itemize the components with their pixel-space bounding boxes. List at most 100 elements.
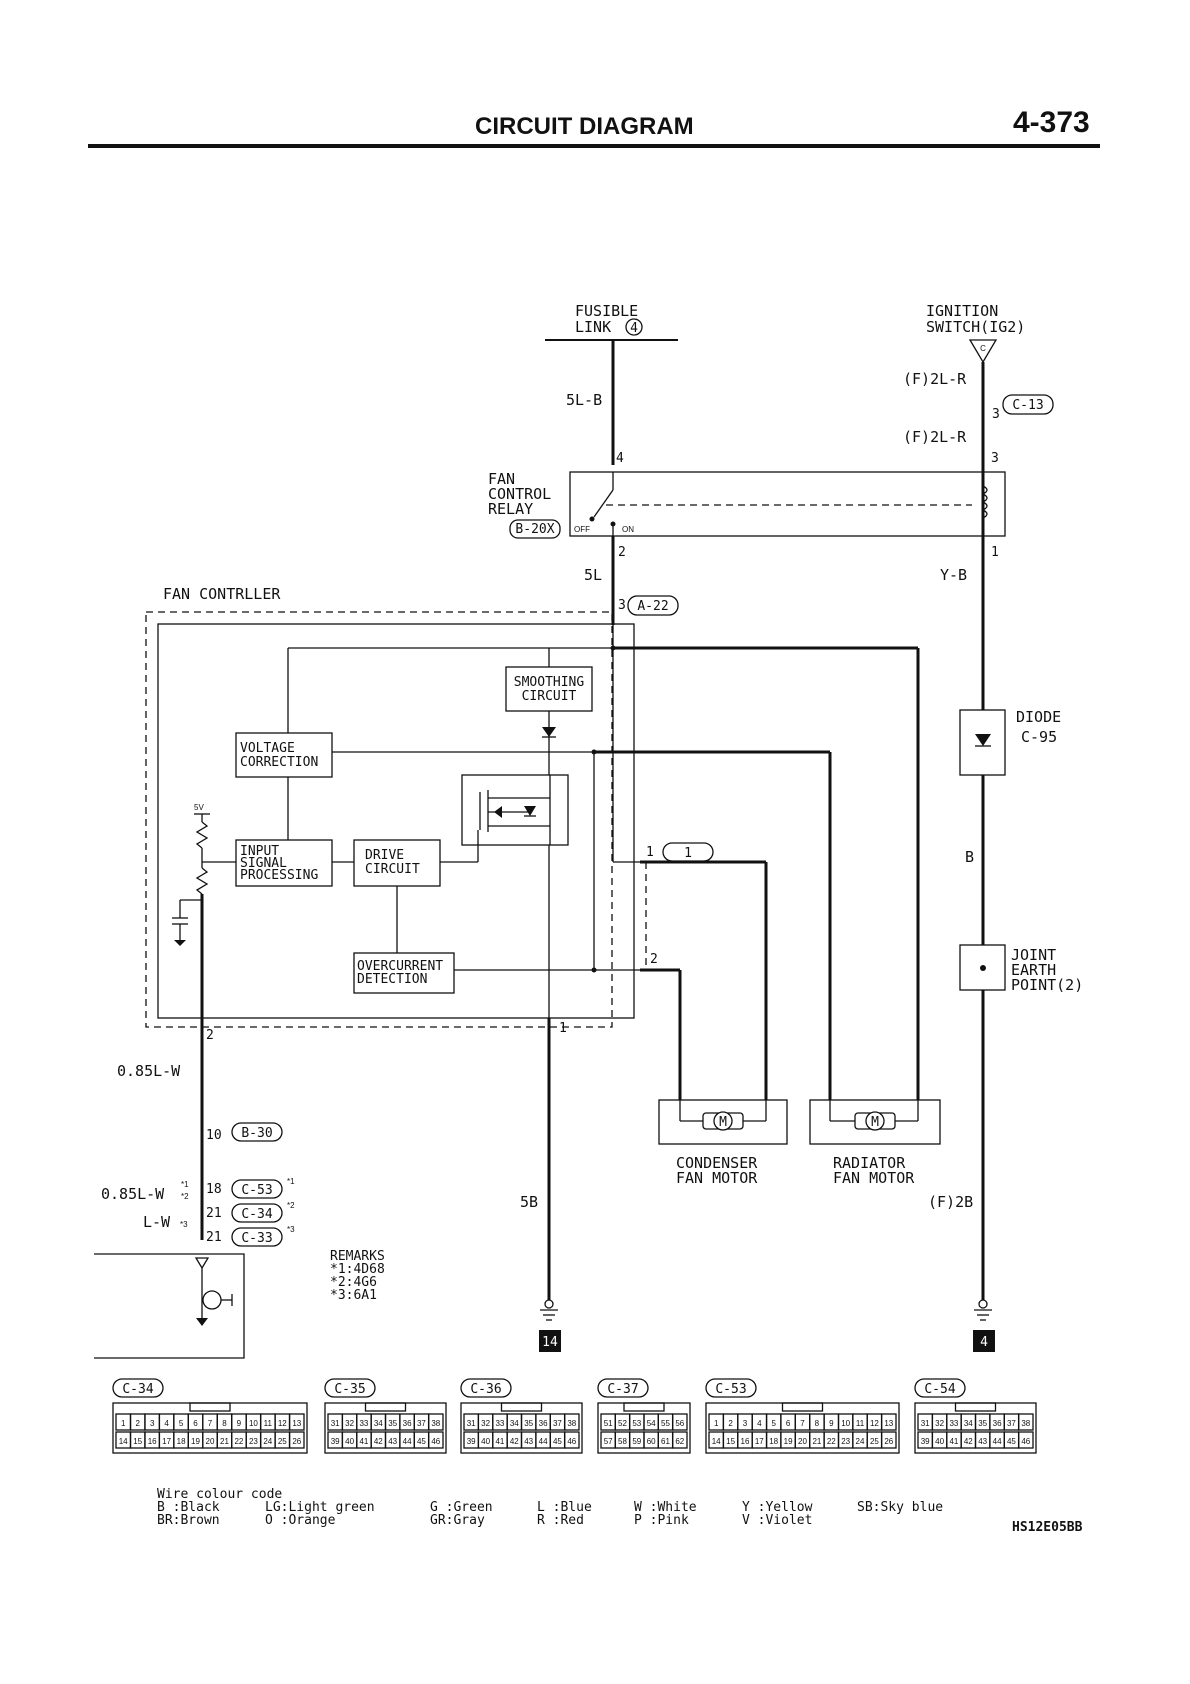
voltage-label-2: CORRECTION — [240, 755, 318, 770]
connector-view-c-34-pin-number: 12 — [278, 1419, 287, 1428]
legend-v: V :Violet — [742, 1513, 812, 1528]
fan-control-relay: FAN CONTROL RELAY B-20X 4 3 2 1 OFF ON — [488, 451, 1006, 560]
connector-view-c-54-pin-number: 42 — [964, 1437, 973, 1446]
connector-view-c-36-pin-number: 42 — [510, 1437, 519, 1446]
connector-view-c-34-pin-number: 3 — [150, 1419, 155, 1428]
smoothing-label-1: SMOOTHING — [514, 675, 585, 690]
connector-C-13-tag — [1002, 394, 1054, 415]
ecu-box — [94, 1253, 245, 1359]
connector-view-c-35-pin-number: 31 — [331, 1419, 340, 1428]
connector-view-c-36-pin-number: 45 — [553, 1437, 562, 1446]
connector-view-c-35-pin-number: 39 — [331, 1437, 340, 1446]
fusible-link-label-1: FUSIBLE — [575, 302, 638, 320]
connector-view-c-54-pin-number: 35 — [978, 1419, 987, 1428]
legend-b: B :Black — [157, 1500, 220, 1515]
voltage-label-1: VOLTAGE — [240, 741, 295, 756]
connector-view-c-54-pin-number: 34 — [964, 1419, 973, 1428]
condenser-motor-letter: M — [719, 1115, 727, 1130]
legend-y: Y :Yellow — [742, 1500, 813, 1515]
ground-14: 14 — [539, 1299, 561, 1352]
connector-view-c-37-pin-number: 55 — [661, 1419, 670, 1428]
connector-view-c-37-pin-number: 59 — [632, 1437, 641, 1446]
relay-label-2: CONTROL — [488, 485, 551, 503]
radiator-motor-box — [809, 1099, 941, 1145]
relay-off-label: OFF — [574, 525, 590, 534]
joint-dot — [980, 965, 986, 971]
connector-view-c-34-pin-number: 10 — [249, 1419, 258, 1428]
remarks-title: REMARKS — [330, 1249, 385, 1264]
connector-view-c-36-pin-number: 41 — [495, 1437, 504, 1446]
connector-view-c-35-pin-number: 43 — [388, 1437, 397, 1446]
connector-view-c-36-pin-number: 33 — [495, 1419, 504, 1428]
legend-title: Wire colour code — [157, 1487, 282, 1502]
connector-view-c-37-pin-number: 51 — [604, 1419, 613, 1428]
mosfet-body-diode — [524, 806, 536, 816]
connector-view-c-35-cavity — [427, 1413, 444, 1431]
legend-gr: GR:Gray — [430, 1513, 485, 1528]
connector-view-c-53-tag — [705, 1378, 757, 1398]
relay-on-label: ON — [622, 525, 634, 534]
drive-box — [353, 839, 441, 887]
legend-l: L :Blue — [537, 1500, 592, 1515]
wire-label-F-2B: (F)2B — [928, 1193, 973, 1211]
c53-star: *1 — [287, 1177, 295, 1186]
connector-view-c-36-pin-number: 39 — [467, 1437, 476, 1446]
connector-view-c-36-pin-number: 31 — [467, 1419, 476, 1428]
connector-view-c-54-pin-number: 36 — [993, 1419, 1002, 1428]
connector-view-c-37-pin-number: 62 — [675, 1437, 684, 1446]
connector-view-c-36-latch — [500, 1402, 543, 1412]
ground-4-badge — [973, 1330, 995, 1352]
connector-view-c-36-pin-number: 37 — [553, 1419, 562, 1428]
fusible-link-label-2: LINK — [575, 318, 611, 336]
c33-star: *3 — [287, 1225, 295, 1234]
junction-connector-1-label: 1 — [684, 846, 692, 861]
connector-view-c-34-pin-number: 24 — [263, 1437, 272, 1446]
connector-view-c-36-pin-number: 43 — [524, 1437, 533, 1446]
remarks-line-1: *1:4D68 — [330, 1262, 385, 1277]
connector-view-c-54-label: C-54 — [924, 1382, 955, 1397]
connector-view-c-34-pin-number: 6 — [193, 1419, 198, 1428]
connector-view-c-53-pin-number: 2 — [728, 1419, 733, 1428]
connector-C-53-label: C-53 — [241, 1183, 272, 1198]
ecu-input-triangle — [194, 1257, 210, 1270]
connector-view-c-36-tag — [460, 1378, 512, 1398]
connector-view-c-36-pin-number: 40 — [481, 1437, 490, 1446]
connector-view-c-34-pin-number: 15 — [133, 1437, 142, 1446]
connector-view-c-34-pin-number: 7 — [208, 1419, 213, 1428]
page-title: CIRCUIT DIAGRAM — [475, 113, 694, 140]
resistor-bottom — [195, 867, 209, 895]
relay-pin-2: 2 — [618, 545, 626, 560]
relay-switch-arm — [593, 489, 614, 518]
connector-view-c-36-cavity — [563, 1431, 580, 1449]
fusible-link-number-circle — [625, 318, 643, 336]
connector-view-c-35-pin-number: 40 — [345, 1437, 354, 1446]
connector-view-c-34-pin-number: 23 — [249, 1437, 258, 1446]
legend-r: R :Red — [537, 1513, 584, 1528]
connector-view-c-37-pin-number: 58 — [618, 1437, 627, 1446]
connector-C-33-label: C-33 — [241, 1231, 272, 1246]
input-label-1: INPUT — [240, 844, 279, 859]
ground-14-point — [544, 1299, 554, 1309]
connector-view-c-37-pin-number: 54 — [647, 1419, 656, 1428]
connector-view-c-37-pin-number: 53 — [632, 1419, 641, 1428]
controller-pin-2: 2 — [650, 952, 658, 967]
connector-view-c-54-pin-number: 32 — [935, 1419, 944, 1428]
connector-view-c-53-pin-number: 10 — [841, 1419, 850, 1428]
connector-view-c-34-pin-number: 1 — [121, 1419, 126, 1428]
connector-view-c-35-label: C-35 — [334, 1382, 365, 1397]
connector-view-c-54-pin-number: 43 — [978, 1437, 987, 1446]
wire-label-B: B — [965, 848, 974, 866]
connector-view-c-54-tag — [914, 1378, 966, 1398]
radiator-fan-motor: M RADIATOR FAN MOTOR — [809, 1099, 941, 1187]
legend-w: W :White — [634, 1500, 697, 1515]
connector-view-c-53-pin-number: 18 — [769, 1437, 778, 1446]
connector-B-20X-label: B-20X — [515, 522, 554, 537]
fan-controller-outline — [145, 611, 613, 1028]
junction-overcurrent — [591, 967, 597, 973]
connector-view-c-54-latch — [954, 1402, 997, 1412]
connector-view-c-54-pin-number: 40 — [935, 1437, 944, 1446]
joint-earth-point: JOINT EARTH POINT(2) — [959, 944, 1083, 994]
connector-view-c-53-cavity — [880, 1413, 897, 1431]
connector-view-c-35-cavity — [427, 1431, 444, 1449]
c53-pin: 18 — [206, 1182, 222, 1197]
